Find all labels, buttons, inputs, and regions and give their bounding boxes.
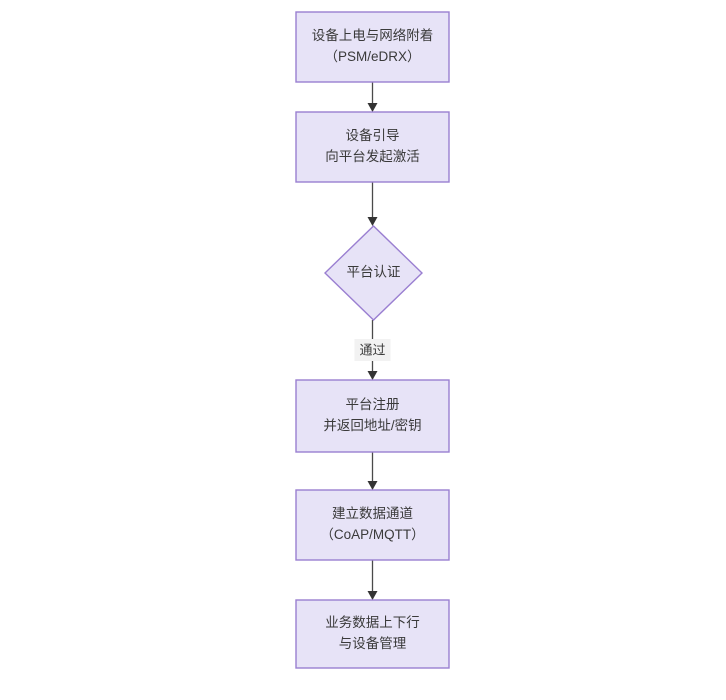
- node-label-line: 并返回地址/密钥: [323, 417, 421, 433]
- process-rect-shape: [295, 379, 450, 453]
- node-label-line: 平台认证: [347, 265, 401, 280]
- process-rect-shape: [295, 11, 450, 83]
- edge-auth-to-register: 通过: [354, 320, 391, 380]
- platform-auth-decision[interactable]: 平台认证: [323, 225, 424, 321]
- arrowhead-icon: [367, 371, 378, 380]
- node-label-line: 设备上电与网络附着: [312, 27, 434, 43]
- edge-channel-to-business: [367, 560, 378, 600]
- node-label-line: （CoAP/MQTT）: [320, 527, 424, 542]
- node-label-line: 建立数据通道: [332, 506, 413, 521]
- arrowhead-icon: [367, 591, 378, 600]
- data-channel-node[interactable]: 建立数据通道 （CoAP/MQTT）: [295, 489, 450, 561]
- device-power-on-node[interactable]: 设备上电与网络附着 （PSM/eDRX）: [295, 11, 450, 83]
- edges-layer: 通过: [354, 82, 391, 600]
- edge-register-to-channel: [367, 452, 378, 490]
- process-rect-shape: [295, 599, 450, 669]
- edge-label-background: [354, 339, 391, 361]
- arrowhead-icon: [367, 481, 378, 490]
- arrowhead-icon: [367, 103, 378, 112]
- node-label-line: 业务数据上下行: [325, 615, 420, 630]
- decision-diamond-shape: [323, 225, 424, 321]
- node-label-line: 向平台发起激活: [325, 149, 420, 164]
- node-label-line: 平台注册: [346, 397, 400, 412]
- process-rect-shape: [295, 489, 450, 561]
- process-rect-shape: [295, 111, 450, 183]
- node-label-line: （PSM/eDRX）: [324, 49, 420, 64]
- edge-power-to-bootstrap: [367, 82, 378, 112]
- node-label-line: 设备引导: [346, 127, 400, 143]
- node-label-line: 与设备管理: [339, 635, 407, 651]
- nodes-layer: 设备上电与网络附着 （PSM/eDRX） 设备引导向平台发起激活平台认证平台注册并返…: [295, 11, 450, 669]
- edge-label-text: 通过: [359, 342, 385, 357]
- arrowhead-icon: [367, 217, 378, 226]
- edge-bootstrap-to-auth: [367, 182, 378, 226]
